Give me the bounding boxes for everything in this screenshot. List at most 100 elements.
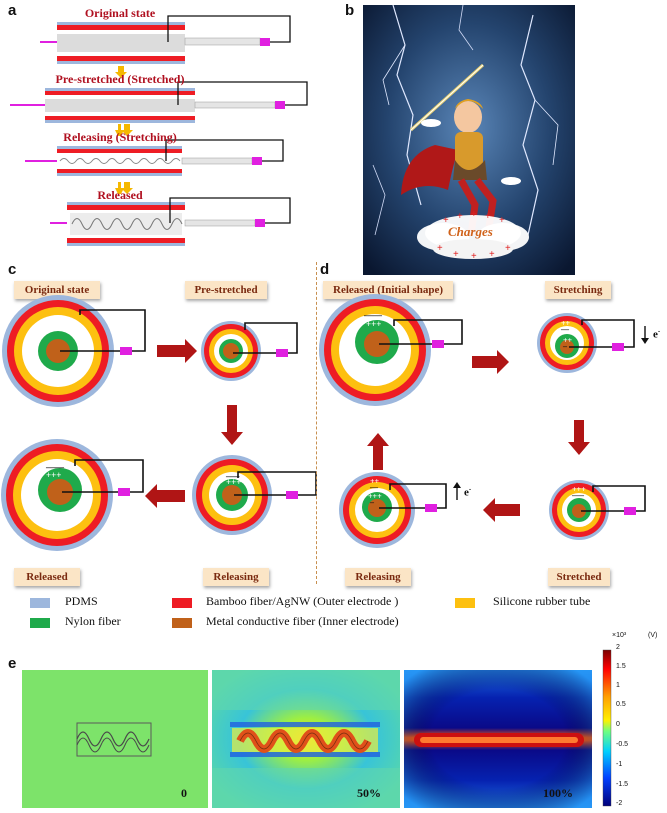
colorbar-tick: -1.5 [616, 781, 629, 788]
cross-section-original [2, 295, 146, 407]
svg-text:‒‒‒‒: ‒‒‒‒ [363, 310, 383, 320]
svg-text:+: + [489, 249, 495, 260]
svg-text:+++: +++ [226, 477, 241, 487]
state-title-released: Released [97, 188, 143, 202]
svg-text:‒‒‒‒: ‒‒‒‒ [45, 462, 65, 472]
cross-section-releasing-c [192, 455, 317, 535]
colorbar-tick: 0.5 [616, 701, 626, 708]
svg-text:+++: +++ [366, 319, 381, 329]
strain-label-50: 50% [357, 786, 381, 800]
colorbar-tick: -1 [616, 761, 623, 768]
state-title-prestretched: Pre-stretched (Stretched) [55, 72, 185, 86]
state-title-original: Original state [84, 6, 156, 20]
panel-d-diagram: ‒‒‒‒ +++ ++ ‒‒ ++ ‒ +++ ‒‒‒ [319, 294, 649, 548]
electron-label-releasing: e- [464, 485, 472, 499]
svg-text:‒‒‒: ‒‒‒ [225, 471, 240, 481]
strain-label-0: 0 [181, 786, 187, 800]
svg-text:++: ++ [561, 319, 571, 328]
arrow-up-3 [115, 182, 124, 194]
label-prestretched: Pre-stretched [185, 281, 267, 299]
electron-label-stretching: e- [653, 327, 661, 341]
cross-section-prestretched [201, 321, 298, 381]
legend-swatch-inner-electrode [172, 618, 192, 628]
arrow-up-2 [115, 124, 124, 136]
svg-text:‒‒‒: ‒‒‒ [571, 491, 585, 500]
panel-label-c: c [8, 261, 17, 278]
svg-text:+: + [437, 243, 443, 254]
svg-text:++: ++ [370, 477, 380, 486]
arrow-down-c [221, 405, 243, 445]
panel-label-b: b [345, 2, 355, 19]
label-released-c: Released [14, 568, 80, 586]
colorbar-tick: 0 [616, 721, 620, 728]
arrow-down-1 [115, 66, 127, 78]
legend-swatch-silicone-tube [455, 598, 475, 608]
svg-text:+: + [443, 215, 449, 226]
colorbar-unit: (V) [648, 632, 658, 639]
svg-text:+: + [505, 243, 511, 254]
colorbar-scale: ×10³ [612, 632, 627, 639]
cross-section-releasing-d [339, 472, 447, 548]
tube-original-state [40, 15, 291, 64]
svg-text:+++: +++ [572, 485, 586, 494]
svg-text:+: + [499, 215, 505, 226]
svg-text:+++: +++ [46, 470, 61, 480]
label-releasing-c: Releasing [203, 568, 269, 586]
label-releasing-d: Releasing [345, 568, 411, 586]
strain-label-100: 100% [543, 786, 573, 800]
legend-swatch-nylon [30, 618, 50, 628]
tube-releasing-state [25, 139, 284, 176]
svg-text:+: + [471, 209, 477, 220]
colorbar-tick: 1 [616, 682, 620, 689]
legend-swatch-outer-electrode [172, 598, 192, 608]
svg-text:‒: ‒ [369, 498, 375, 507]
colorbar-tick: -0.5 [616, 741, 629, 748]
svg-text:+: + [453, 249, 459, 260]
cross-section-released-initial [319, 294, 463, 406]
panel-label-e: e [8, 655, 17, 672]
svg-text:+: + [457, 211, 463, 222]
arrow-up-d [367, 433, 389, 470]
svg-text:++: ++ [563, 336, 573, 345]
svg-text:+++: +++ [368, 492, 382, 501]
label-original-state: Original state [14, 281, 100, 299]
panel-divider [316, 262, 317, 584]
label-stretched: Stretched [548, 568, 610, 586]
svg-text:‒‒: ‒‒ [369, 483, 379, 492]
legend-swatch-pdms [30, 598, 50, 608]
label-released-initial: Released (Initial shape) [323, 281, 453, 299]
simulation-100-percent [404, 670, 592, 808]
panel-a-diagram [10, 15, 308, 246]
panel-b-illustration: + + + + + + + + + + [363, 5, 575, 275]
tube-prestretched-state [10, 81, 308, 123]
charges-cloud [417, 215, 529, 259]
simulation-50-percent [212, 670, 400, 808]
legend-label-nylon: Nylon fiber [65, 614, 121, 628]
cross-section-stretching [537, 313, 635, 373]
svg-text:+: + [471, 251, 477, 262]
arrow-down-3 [121, 182, 133, 194]
cross-section-released-c [1, 439, 144, 551]
arrow-down-2 [121, 124, 133, 136]
arrow-down-d [568, 420, 590, 455]
legend-label-outer-electrode: Bamboo fiber/AgNW (Outer electrode ) [206, 594, 399, 608]
state-title-releasing: Releasing (Stretching) [63, 130, 177, 144]
svg-text:‒: ‒ [562, 342, 568, 351]
panel-c-diagram: ‒‒‒ +++ ‒‒‒‒ +++ [1, 295, 317, 551]
legend-label-inner-electrode: Metal conductive fiber (Inner electrode) [206, 614, 399, 628]
colorbar-tick: 1.5 [616, 663, 626, 670]
panel-label-d: d [320, 261, 330, 278]
colorbar [602, 649, 612, 807]
arrow-left-d [483, 498, 520, 522]
svg-text:‒‒: ‒‒ [560, 325, 570, 334]
svg-text:+: + [485, 211, 491, 222]
colorbar-tick: 2 [616, 644, 620, 651]
arrow-right-c1 [157, 339, 197, 363]
tube-released-state [50, 197, 291, 246]
simulation-0-percent [22, 670, 208, 808]
legend-label-pdms: PDMS [65, 594, 98, 608]
arrow-right-d [472, 350, 509, 374]
colorbar-tick: -2 [616, 800, 623, 807]
arrow-left-c [145, 484, 185, 508]
